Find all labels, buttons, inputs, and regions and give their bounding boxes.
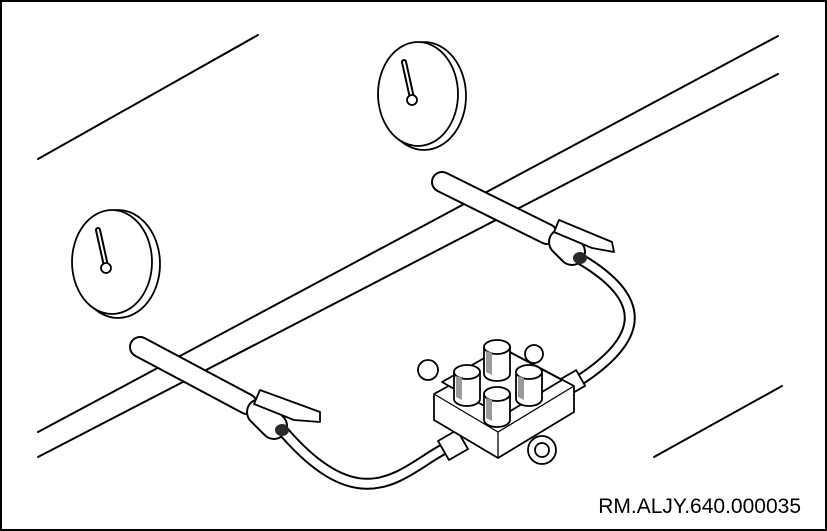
valve-cap-rear	[483, 339, 511, 382]
gauge-right	[377, 41, 467, 151]
valve-cap-left	[453, 364, 481, 407]
gauge-left	[71, 209, 161, 319]
valve-cap-front	[483, 386, 511, 428]
valve-cap-right	[515, 364, 543, 407]
reference-code: RM.ALJY.640.000035	[598, 495, 801, 518]
hose-left	[129, 336, 469, 490]
distribution-block	[417, 339, 575, 465]
hose-right	[431, 171, 636, 397]
